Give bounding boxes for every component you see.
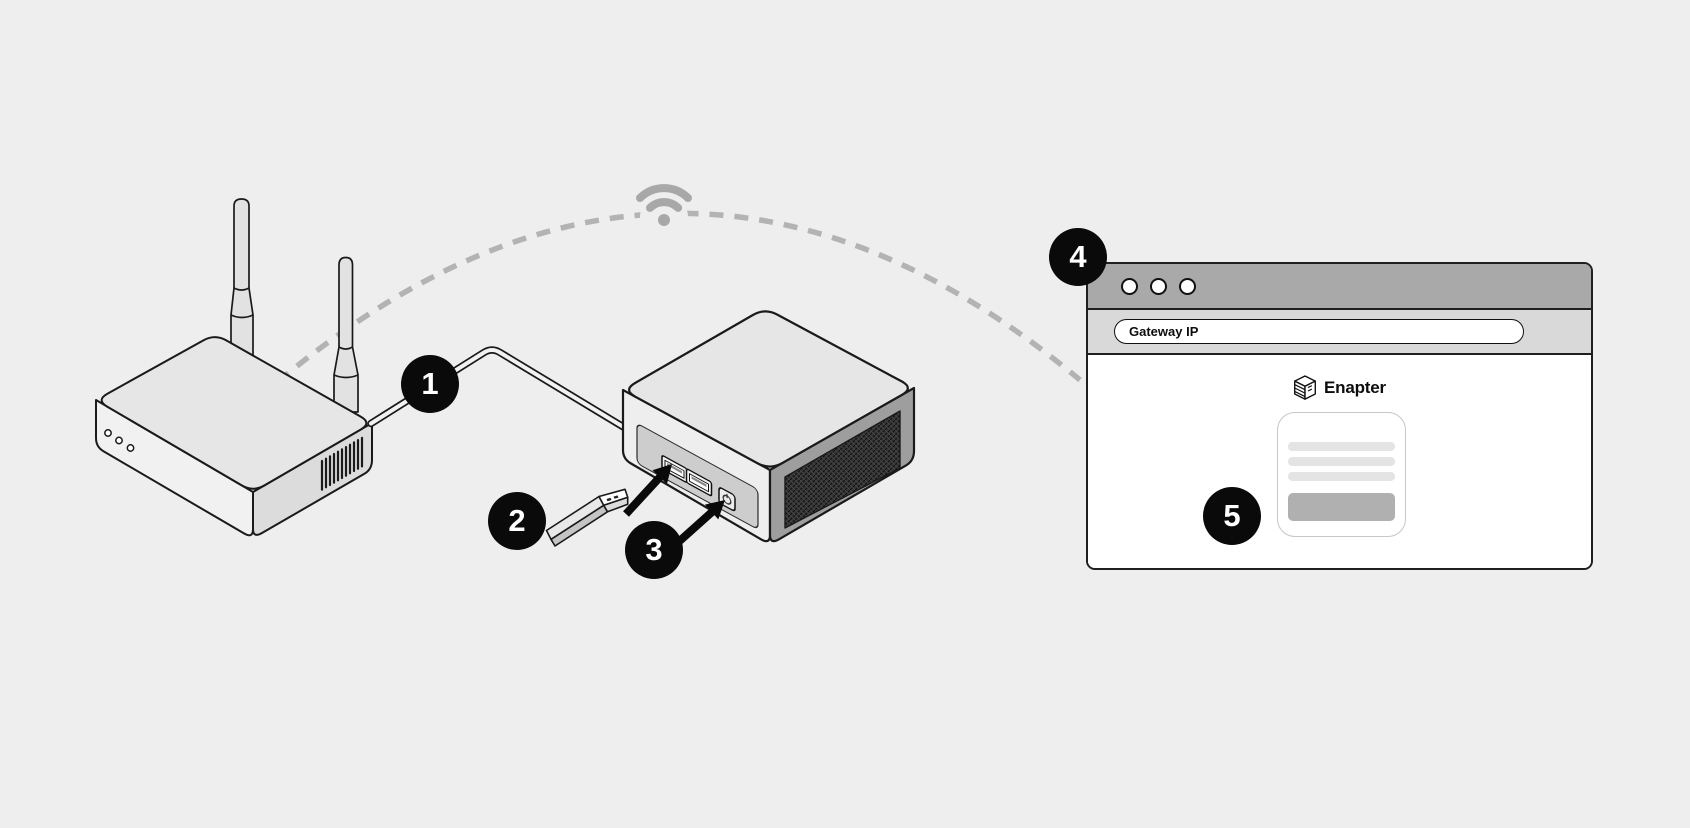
address-input[interactable]: Gateway IP [1114,319,1524,344]
step-badge-1: 1 [401,355,459,413]
browser-content: Enapter [1088,355,1591,568]
browser-window: Gateway IP Enapter [1086,262,1593,570]
step-badge-4: 4 [1049,228,1107,286]
placeholder-text-line [1288,457,1395,466]
submit-button[interactable] [1288,493,1395,521]
arrow-icon [623,464,672,517]
enapter-logo: Enapter [1088,375,1591,401]
step-badge-2: 2 [488,492,546,550]
placeholder-text-line [1288,442,1395,451]
step-badge-5: 5 [1203,487,1261,545]
router-led-lights [104,429,135,452]
browser-address-bar: Gateway IP [1088,310,1591,355]
router-antenna-icon [230,198,359,413]
wifi-icon [636,184,692,226]
usb-port-icon [685,468,713,497]
window-control-icon[interactable] [1121,277,1138,295]
login-card [1277,412,1406,537]
mini-pc-illustration [621,310,916,543]
logo-wordmark: Enapter [1324,378,1386,397]
arrow-icon [671,500,725,549]
mini-pc-mesh-vent [784,410,901,529]
enapter-stack-icon [1294,375,1317,400]
step-badge-3: 3 [625,521,683,579]
browser-title-bar [1088,264,1591,310]
router-illustration [95,336,373,537]
usb-drive-illustration [545,488,629,547]
window-control-icon[interactable] [1179,277,1196,295]
placeholder-text-line [1288,472,1395,481]
window-control-icon[interactable] [1150,277,1167,295]
router-vent-grille [320,436,364,491]
ethernet-cable [367,346,649,444]
